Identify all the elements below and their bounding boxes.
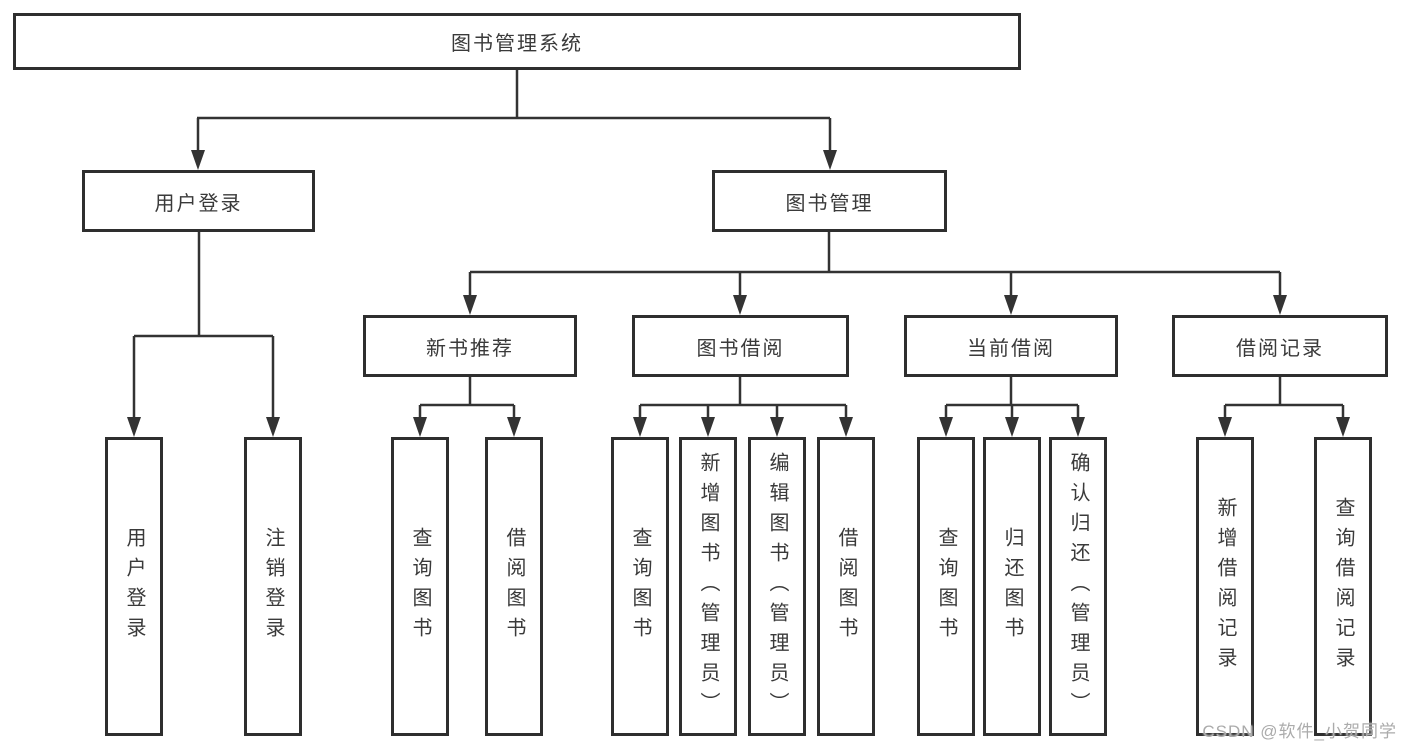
- leaf-add-borrow-record: 新增借阅记录: [1196, 437, 1254, 736]
- leaf-user-login: 用户登录: [105, 437, 163, 736]
- node-root-library-system: 图书管理系统: [13, 13, 1021, 70]
- leaf-confirm-return-admin: 确认归还（管理员）: [1049, 437, 1107, 736]
- leaf-add-books-admin: 新增图书（管理员）: [679, 437, 737, 736]
- leaf-logout: 注销登录: [244, 437, 302, 736]
- leaf-borrow-query-books: 查询图书: [611, 437, 669, 736]
- node-user-login: 用户登录: [82, 170, 315, 232]
- node-book-management: 图书管理: [712, 170, 947, 232]
- leaf-query-borrow-record: 查询借阅记录: [1314, 437, 1372, 736]
- leaf-edit-books-admin: 编辑图书（管理员）: [748, 437, 806, 736]
- node-new-book-recommend: 新书推荐: [363, 315, 577, 377]
- node-borrow-records: 借阅记录: [1172, 315, 1388, 377]
- node-current-borrow: 当前借阅: [904, 315, 1118, 377]
- csdn-watermark: CSDN @软件_小贺同学: [1202, 722, 1397, 741]
- leaf-recommend-query-books: 查询图书: [391, 437, 449, 736]
- leaf-borrow-books: 借阅图书: [817, 437, 875, 736]
- leaf-recommend-borrow-books: 借阅图书: [485, 437, 543, 736]
- leaf-current-query-books: 查询图书: [917, 437, 975, 736]
- node-book-borrow: 图书借阅: [632, 315, 849, 377]
- leaf-return-books: 归还图书: [983, 437, 1041, 736]
